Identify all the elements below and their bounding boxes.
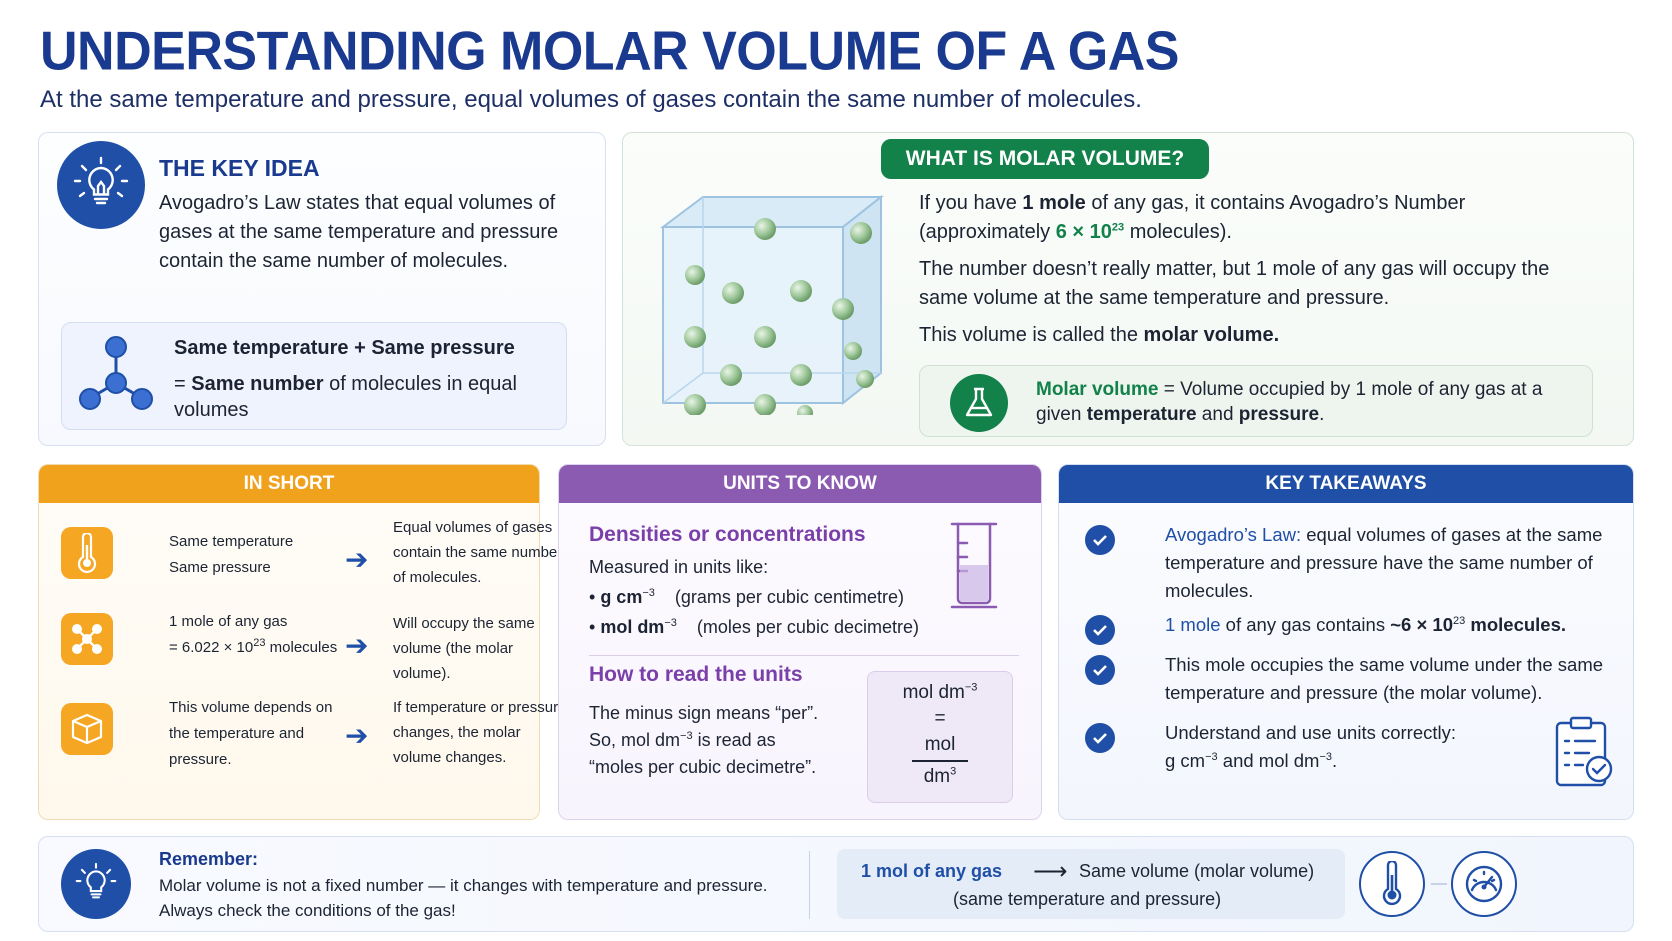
check-icon [1085,615,1115,645]
arrow-right-icon: ⟶ [1033,858,1068,885]
read-line-2: So, mol dm−3 is read as [589,730,776,750]
unit-fraction-box: mol dm−3 = mol dm3 [867,671,1013,803]
in-short-left: This volume depends on the temperature a… [169,699,333,768]
key-idea-summary-box: Same temperature + Same pressure = Same … [61,322,567,430]
arrow-right-icon: ➔ [345,544,369,575]
molar-paragraph-1: If you have 1 mole of any gas, it contai… [919,192,1466,243]
in-short-row: 1 mole of any gas= 6.022 × 1023 molecule… [57,607,535,682]
gauge-icon [1451,851,1517,917]
gas-cube-icon [660,194,884,415]
molecule-icon [79,336,153,410]
flask-icon [950,374,1008,432]
how-to-read-heading: How to read the units [589,663,803,686]
key-takeaways-heading: KEY TAKEAWAYS [1059,465,1633,503]
clipboard-check-icon [1555,716,1613,787]
remember-bar: Remember: Molar volume is not a fixed nu… [38,836,1634,932]
remember-text: Molar volume is not a fixed number — it … [159,876,768,920]
key-idea-card: THE KEY IDEA Avogadro’s Law states that … [38,132,606,446]
remember-divider [809,851,810,919]
summary-line-2: = Same number of molecules in equal volu… [174,373,517,421]
unit-item-g-cm: • g cm−3 (grams per cubic centimetre) [589,587,904,607]
page-title: UNDERSTANDING MOLAR VOLUME OF A GAS [40,21,1180,82]
definition-text: Molar volume = Volume occupied by 1 mole… [1036,379,1543,425]
lightbulb-icon [61,849,131,919]
summary-line-1: Same temperature + Same pressure [174,337,515,359]
in-short-heading: IN SHORT [39,465,539,503]
in-short-right: If temperature or pressure changes, the … [393,699,567,766]
in-short-right: Equal volumes of gases contain the same … [393,519,563,586]
icon-connector [1431,883,1447,885]
page-subtitle: At the same temperature and pressure, eq… [40,86,1142,113]
check-icon [1085,723,1115,753]
read-line-3: “moles per cubic decimetre”. [589,757,817,777]
units-card: UNITS TO KNOW Densities or concentration… [558,464,1042,820]
densities-heading: Densities or concentrations [589,523,866,546]
beaker-icon [950,522,998,609]
key-idea-heading: THE KEY IDEA [159,155,320,181]
key-takeaways-card: KEY TAKEAWAYS Avogadro’s Law: equal volu… [1058,464,1634,820]
molar-paragraph-2: The number doesn’t really matter, but 1 … [919,258,1550,309]
molar-volume-definition: Molar volume = Volume occupied by 1 mole… [919,365,1593,437]
lightbulb-icon [57,141,145,229]
measured-text: Measured in units like: [589,557,769,577]
in-short-row: This volume depends on the temperature a… [57,697,566,769]
remember-heading: Remember: [159,849,259,869]
read-line-1: The minus sign means “per”. [589,703,819,723]
unit-item-mol-dm: • mol dm−3 (moles per cubic decimetre) [589,617,919,637]
units-divider [589,655,1019,656]
arrow-right-icon: ➔ [345,720,369,751]
in-short-right: Will occupy the same volume (the molar v… [393,615,535,682]
box-3d-icon [61,703,113,755]
key-idea-text: Avogadro’s Law states that equal volumes… [159,192,559,272]
atom-cluster-icon [61,613,113,665]
molar-volume-card: WHAT IS MOLAR VOLUME? If you have 1 mole… [622,132,1634,446]
check-icon [1085,525,1115,555]
remember-summary-pill: 1 mol of any gas ⟶ Same volume (molar vo… [837,849,1345,919]
thermometer-icon [61,527,113,579]
units-heading: UNITS TO KNOW [559,465,1041,503]
check-icon [1085,655,1115,685]
arrow-right-icon: ➔ [345,630,369,661]
thermometer-icon [1359,851,1425,917]
molar-volume-heading: WHAT IS MOLAR VOLUME? [881,139,1209,179]
molar-paragraph-3: This volume is called the molar volume. [919,324,1280,346]
in-short-left: 1 mole of any gas= 6.022 × 1023 molecule… [169,613,338,656]
